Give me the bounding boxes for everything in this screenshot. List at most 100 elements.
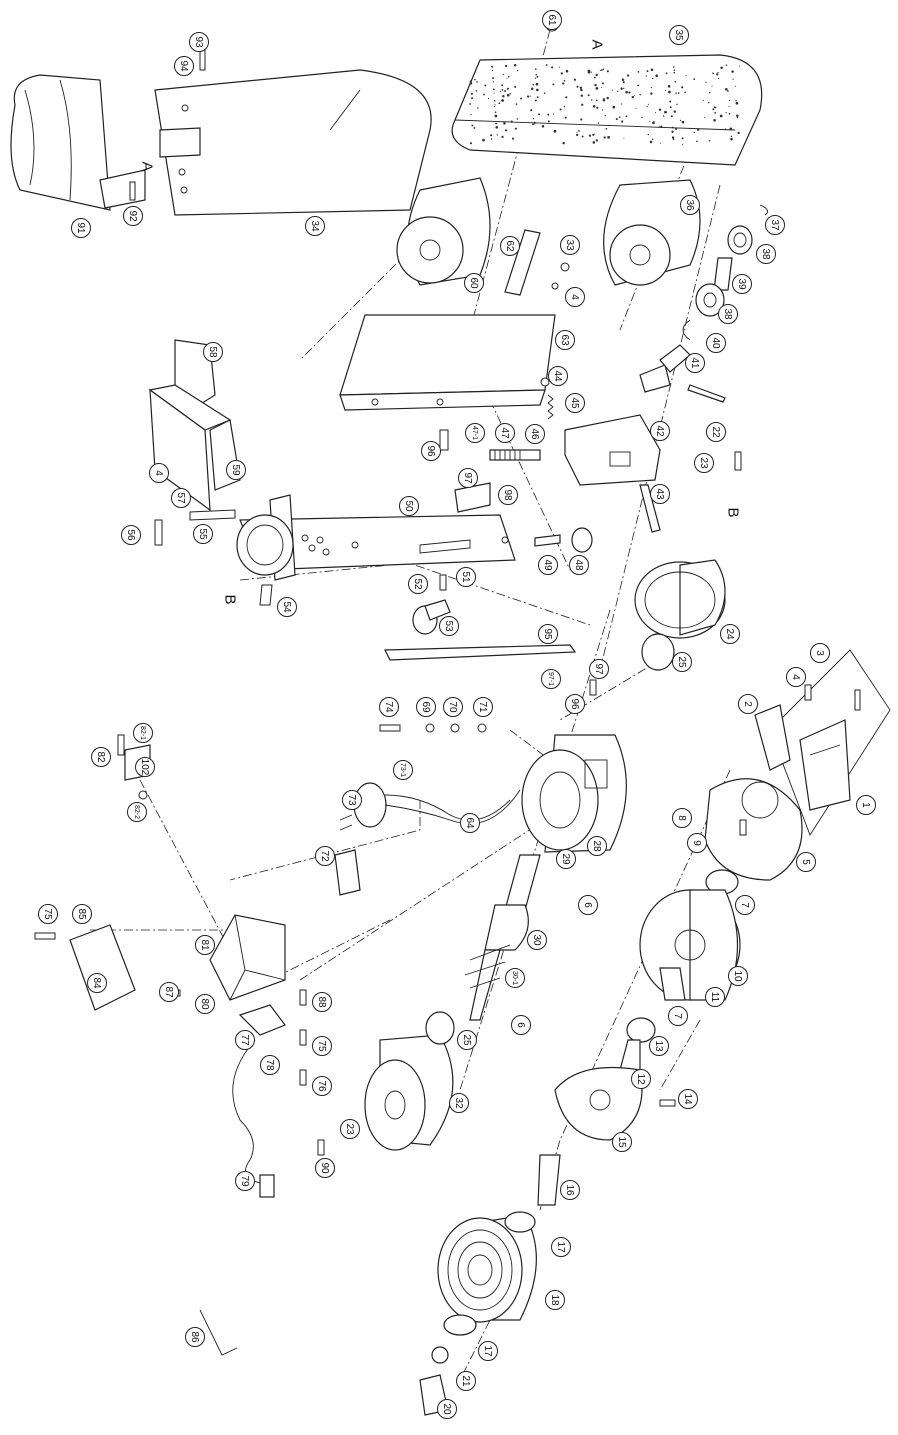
grit-dot bbox=[647, 103, 650, 105]
part-callout: 72 bbox=[315, 846, 335, 866]
grit-dot bbox=[490, 134, 493, 137]
part-callout: 42 bbox=[650, 421, 670, 441]
part-34-belt-guard bbox=[154, 69, 432, 216]
part-42-tracking-block bbox=[564, 414, 661, 533]
grit-dot bbox=[652, 77, 654, 80]
grit-dot bbox=[534, 77, 537, 79]
part-62-shaft bbox=[504, 229, 541, 296]
part-callout: 82-1 bbox=[133, 723, 153, 743]
part-callout: 56 bbox=[121, 525, 141, 545]
part-callout: 23 bbox=[340, 1119, 360, 1139]
grit-dot bbox=[665, 90, 667, 92]
grit-dot bbox=[667, 84, 671, 88]
grit-dot bbox=[717, 77, 720, 80]
grit-dot bbox=[658, 125, 660, 127]
grit-dot bbox=[538, 113, 540, 116]
grit-dot bbox=[470, 114, 472, 116]
part-58-table bbox=[148, 339, 232, 512]
grit-texture bbox=[469, 63, 741, 145]
grit-dot bbox=[611, 89, 614, 91]
reference-mark: A bbox=[588, 39, 606, 50]
grit-dot bbox=[600, 69, 603, 71]
part-callout: 12 bbox=[631, 1069, 651, 1089]
part-41-tracking-arm bbox=[639, 344, 726, 403]
part-callout: 60 bbox=[464, 273, 484, 293]
part-91-dust-chute bbox=[10, 74, 146, 211]
part-callout: 38 bbox=[718, 304, 738, 324]
reference-mark: B bbox=[724, 507, 742, 518]
grit-dot bbox=[587, 94, 590, 97]
part-callout: 7 bbox=[735, 895, 755, 915]
grit-dot bbox=[547, 113, 550, 116]
grit-dot bbox=[677, 92, 680, 94]
part-callout: 58 bbox=[203, 342, 223, 362]
grit-dot bbox=[563, 106, 566, 108]
part-callout: 76 bbox=[312, 1076, 332, 1096]
part-callout: 91 bbox=[71, 218, 91, 238]
part-callout: 18 bbox=[545, 1290, 565, 1310]
grit-dot bbox=[562, 141, 565, 145]
grit-dot bbox=[492, 88, 495, 91]
grit-dot bbox=[536, 75, 539, 78]
part-callout: 9 bbox=[687, 833, 707, 853]
grit-dot bbox=[671, 130, 674, 133]
grit-dot bbox=[499, 90, 501, 92]
grit-dot bbox=[509, 93, 511, 95]
grit-dot bbox=[491, 69, 494, 72]
grit-dot bbox=[669, 100, 672, 103]
grit-dot bbox=[725, 88, 728, 91]
grit-dot bbox=[532, 83, 535, 86]
part-callout: 46 bbox=[525, 424, 545, 444]
grit-dot bbox=[696, 128, 700, 131]
grit-dot bbox=[490, 138, 493, 140]
grit-dot bbox=[674, 80, 677, 83]
grit-dot bbox=[620, 103, 622, 105]
part-callout: 4 bbox=[149, 463, 169, 483]
grit-dot bbox=[730, 135, 733, 138]
grit-dot bbox=[662, 115, 665, 117]
grit-dot bbox=[637, 84, 639, 87]
part-callout: 57 bbox=[171, 488, 191, 508]
part-callout: 69 bbox=[416, 697, 436, 717]
part-callout: 84 bbox=[87, 973, 107, 993]
part-35-sanding-belt bbox=[451, 54, 763, 166]
grit-dot bbox=[607, 136, 610, 139]
grit-dot bbox=[724, 128, 727, 131]
part-callout: 54 bbox=[277, 597, 297, 617]
part-callout: 96 bbox=[565, 694, 585, 714]
part-callout: 1 bbox=[856, 795, 876, 815]
grit-dot bbox=[728, 105, 730, 107]
part-callout: 39 bbox=[732, 274, 752, 294]
grit-dot bbox=[591, 71, 593, 73]
part-callout: 21 bbox=[456, 1371, 476, 1391]
grit-dot bbox=[637, 71, 640, 73]
grit-dot bbox=[728, 99, 731, 102]
part-callout: 85 bbox=[72, 904, 92, 924]
part-15-guard bbox=[554, 1067, 643, 1141]
part-callout: 35 bbox=[669, 25, 689, 45]
grit-dot bbox=[735, 85, 737, 87]
grit-dot bbox=[650, 86, 653, 89]
grit-dot bbox=[493, 92, 495, 94]
grit-dot bbox=[712, 72, 714, 75]
grit-dot bbox=[626, 74, 630, 77]
grit-dot bbox=[671, 126, 674, 129]
grit-dot bbox=[469, 103, 471, 105]
grit-dot bbox=[502, 73, 505, 76]
grit-dot bbox=[514, 86, 517, 88]
part-73-capacitor bbox=[339, 782, 521, 831]
grit-dot bbox=[471, 124, 474, 127]
part-callout: 17 bbox=[551, 1237, 571, 1257]
grit-dot bbox=[494, 104, 496, 106]
grit-dot bbox=[575, 133, 579, 137]
grit-dot bbox=[495, 122, 498, 125]
part-callout: 82-2 bbox=[127, 802, 147, 822]
grit-dot bbox=[707, 101, 710, 104]
part-1-switch bbox=[769, 649, 891, 836]
grit-dot bbox=[562, 82, 565, 85]
grit-dot bbox=[564, 116, 567, 119]
grit-dot bbox=[671, 136, 675, 139]
grit-dot bbox=[529, 95, 531, 97]
grit-dot bbox=[580, 94, 584, 97]
